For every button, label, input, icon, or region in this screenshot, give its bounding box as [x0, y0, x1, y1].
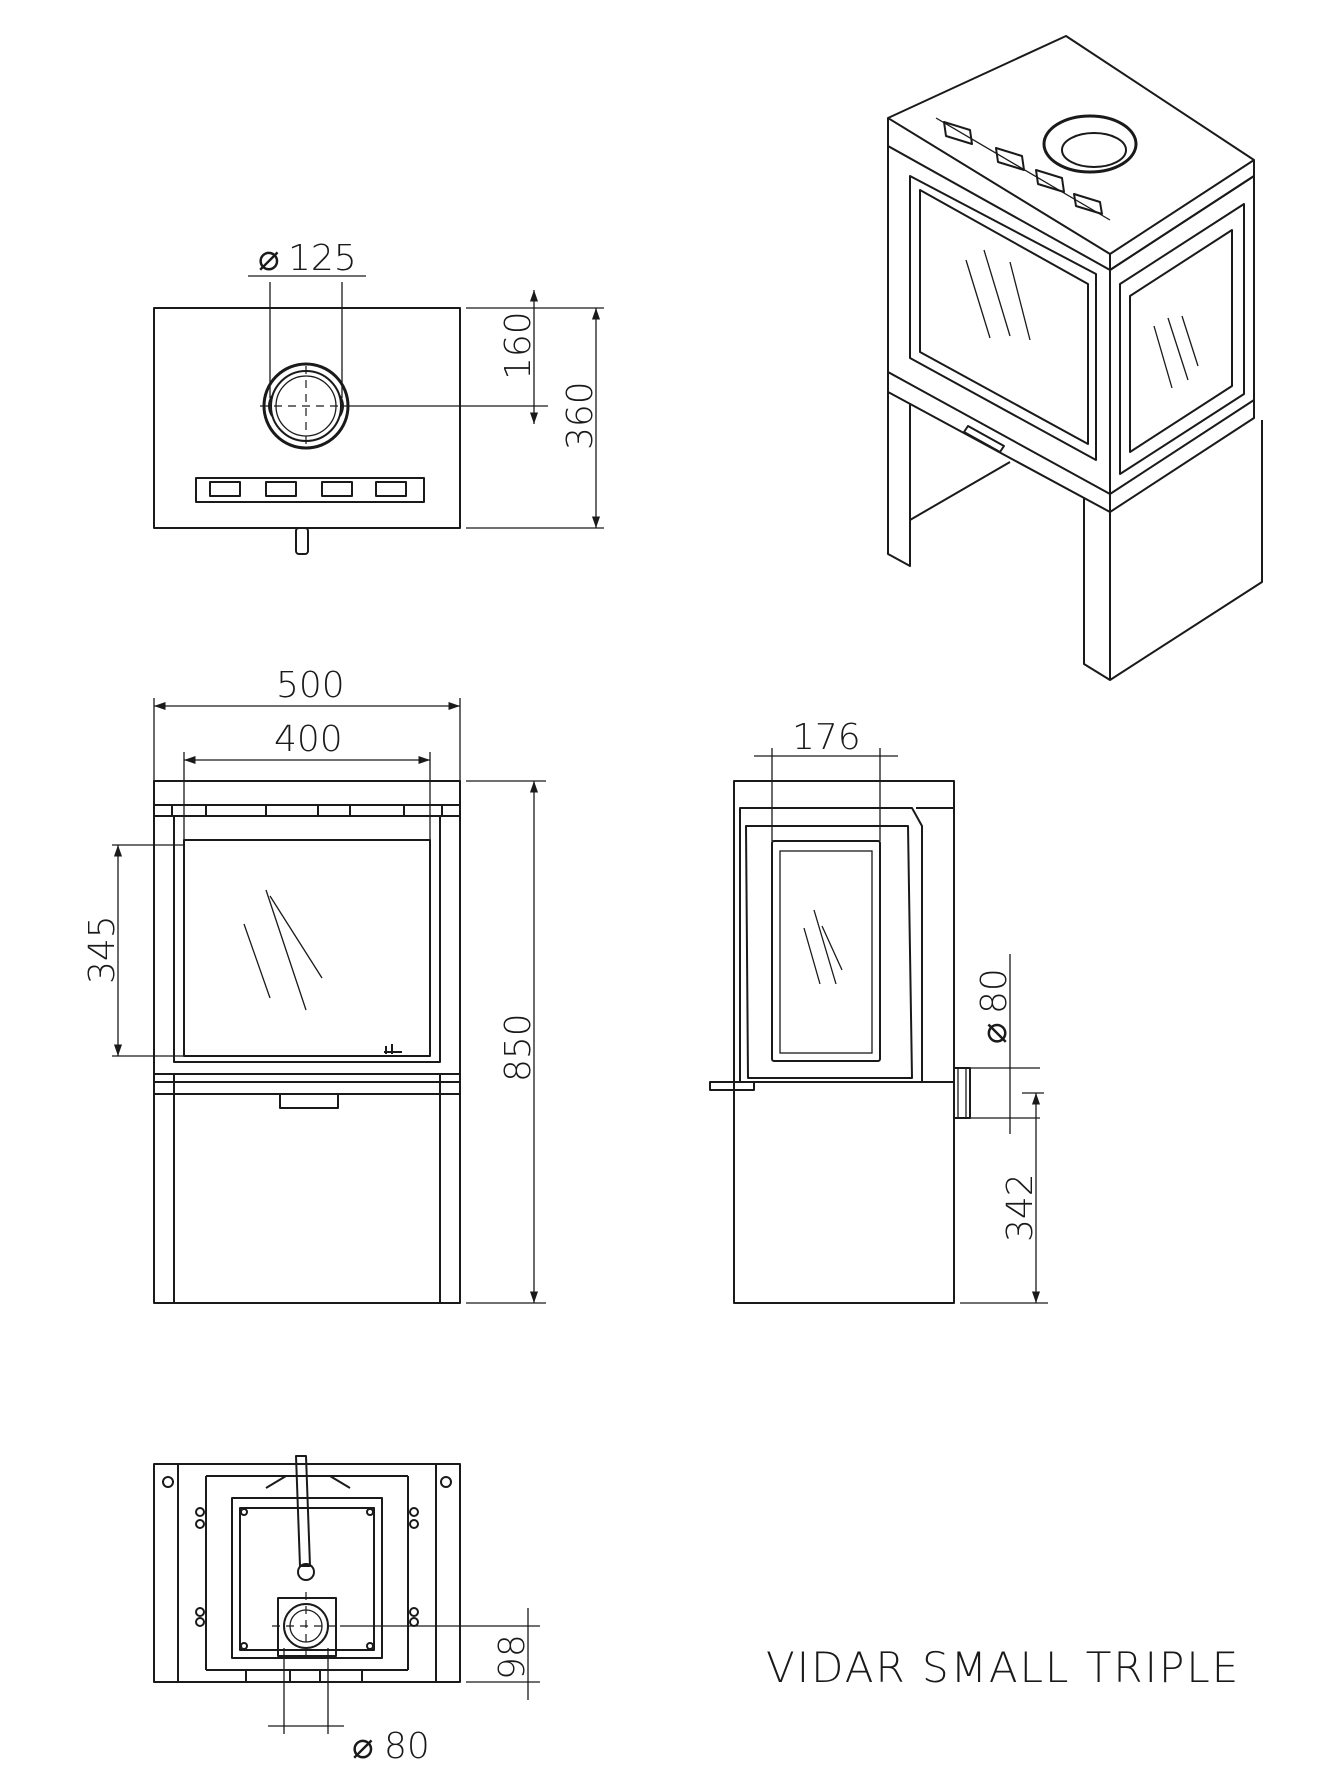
diameter-symbol: ⌀	[258, 238, 280, 279]
side-view: 176 ⌀ 80 342	[709, 717, 1048, 1304]
front-logo-mark	[384, 1044, 402, 1054]
dim-width-total: 500	[276, 665, 345, 706]
side-glass-window	[771, 840, 881, 1062]
perspective-side-glass	[1129, 229, 1233, 453]
perspective-handle	[963, 425, 1005, 453]
front-ash-flap	[279, 1093, 339, 1109]
top-view: ⌀ 125 160 360	[153, 238, 604, 555]
side-view-outline	[733, 780, 955, 1304]
dim-side-air-diameter: 80	[974, 968, 1015, 1014]
dim-bottom-air-offset: 98	[492, 1634, 533, 1680]
dim-bottom-air-diameter: 80	[384, 1726, 430, 1767]
bottom-view: 98 ⌀ 80	[153, 1455, 540, 1767]
side-diameter-symbol: ⌀	[974, 1022, 1015, 1044]
front-view: 500 400 345 850	[82, 665, 546, 1304]
bottom-mounting-holes	[162, 1476, 452, 1650]
dim-top-flue-offset: 160	[498, 311, 539, 380]
dim-glass-height: 345	[82, 915, 123, 984]
front-glass-window	[183, 839, 431, 1057]
bottom-diameter-symbol: ⌀	[352, 1726, 374, 1767]
dim-width-inner: 400	[274, 719, 343, 760]
perspective-front-face	[887, 146, 1111, 495]
dim-side-air-height: 342	[1000, 1173, 1041, 1242]
front-view-outline	[153, 780, 461, 1304]
bottom-air-inlet-box	[277, 1597, 337, 1657]
dim-depth-total: 360	[560, 381, 601, 450]
side-door-handle	[709, 1081, 755, 1091]
dim-side-glass-width: 176	[792, 717, 861, 758]
drawing-title: VIDAR SMALL TRIPLE	[766, 1643, 1240, 1692]
perspective-flue-collar	[1042, 114, 1138, 174]
top-view-outline	[153, 307, 461, 529]
perspective-front-glass	[919, 189, 1089, 445]
perspective-vent-slots	[935, 117, 1111, 221]
dim-height-total: 850	[498, 1013, 539, 1082]
perspective-top-face	[887, 35, 1255, 255]
dim-top-flue-diameter: 125	[288, 238, 357, 279]
perspective-view	[887, 35, 1263, 681]
bottom-plate-outer	[231, 1497, 383, 1659]
perspective-left-leg	[887, 392, 911, 567]
top-view-handle	[295, 527, 309, 555]
bottom-view-handle	[295, 1455, 311, 1567]
side-air-inlet	[953, 1067, 971, 1119]
top-vent-strip	[195, 477, 425, 503]
